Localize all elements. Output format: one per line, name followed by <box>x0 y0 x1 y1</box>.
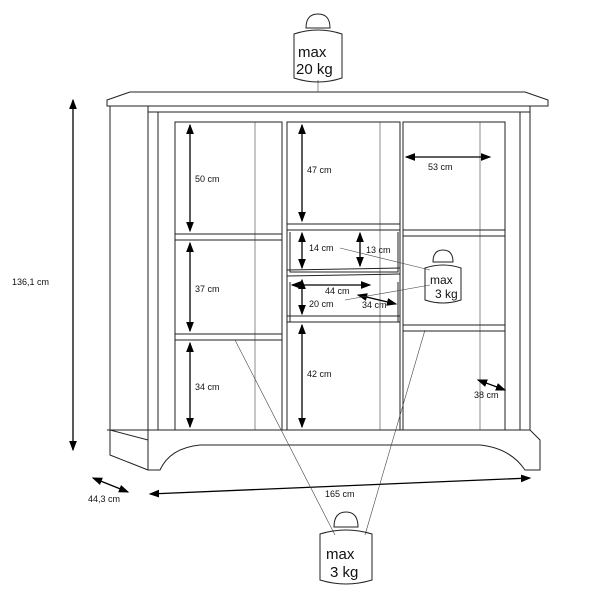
height-label: 136,1 cm <box>12 277 49 287</box>
svg-text:20 kg: 20 kg <box>296 61 333 78</box>
svg-text:3 kg: 3 kg <box>435 287 458 301</box>
weight-icon-drawer: max 3 kg <box>424 249 462 304</box>
left-bottom-label: 34 cm <box>195 382 220 392</box>
left-top-label: 50 cm <box>195 174 220 184</box>
weight-icon-shelf: max 3 kg <box>319 511 373 585</box>
svg-text:max: max <box>430 273 453 287</box>
drawer-depth-label: 34 cm <box>362 300 387 310</box>
drawer2-height-label: 20 cm <box>309 299 334 309</box>
drawer1-inner-label: 13 cm <box>366 245 391 255</box>
dimension-lines <box>69 80 532 536</box>
mid-bottom-label: 42 cm <box>307 369 332 379</box>
right-width-label: 53 cm <box>428 162 453 172</box>
width-label: 165 cm <box>325 489 355 499</box>
svg-text:3 kg: 3 kg <box>330 564 358 581</box>
drawer1-height-label: 14 cm <box>309 243 334 253</box>
cabinet <box>106 91 549 471</box>
drawer-width-label: 44 cm <box>325 286 350 296</box>
mid-top-label: 47 cm <box>307 165 332 175</box>
left-mid-label: 37 cm <box>195 284 220 294</box>
svg-text:max: max <box>326 546 355 563</box>
right-depth-label: 38 cm <box>474 390 499 400</box>
depth-label: 44,3 cm <box>88 494 120 504</box>
svg-text:max: max <box>298 44 327 61</box>
weight-icon-top: max 20 kg <box>293 13 343 83</box>
